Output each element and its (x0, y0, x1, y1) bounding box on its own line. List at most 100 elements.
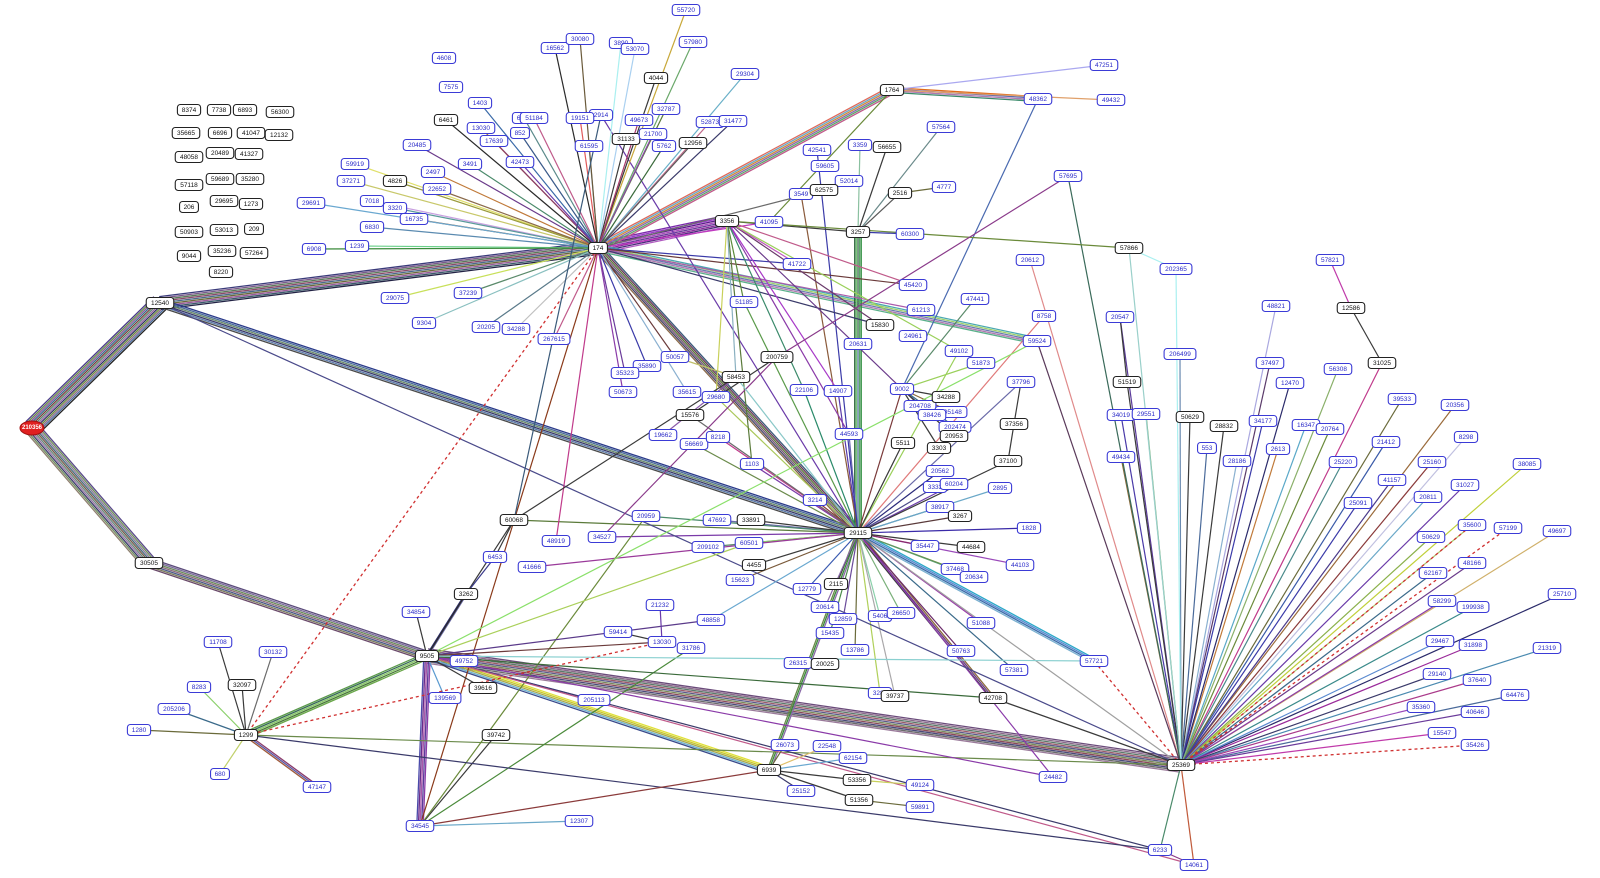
graph-node[interactable]: 12956 (678, 136, 708, 150)
graph-node[interactable]: 57264 (239, 246, 269, 260)
graph-node[interactable]: 53356 (842, 773, 872, 787)
graph-node[interactable]: 32097 (227, 678, 257, 692)
graph-node[interactable]: 3549 (788, 187, 814, 201)
graph-node[interactable]: 39616 (468, 681, 498, 695)
graph-node[interactable]: 53070 (620, 42, 650, 56)
graph-node[interactable]: 35665 (171, 126, 201, 140)
graph-node[interactable]: 51873 (966, 356, 996, 370)
graph-node[interactable]: 9505 (414, 649, 440, 663)
graph-node[interactable]: 41047 (236, 126, 266, 140)
graph-node[interactable]: 39742 (481, 728, 511, 742)
graph-node[interactable]: 49432 (1096, 93, 1126, 107)
graph-node[interactable]: 57821 (1315, 253, 1345, 267)
graph-node[interactable]: 26073 (770, 738, 800, 752)
graph-node[interactable]: 15435 (815, 626, 845, 640)
graph-node[interactable]: 12859 (828, 612, 858, 626)
graph-node[interactable]: 41722 (782, 257, 812, 271)
graph-node[interactable]: 267615 (537, 332, 571, 346)
graph-node[interactable]: 37497 (1255, 356, 1285, 370)
graph-node[interactable]: 35280 (235, 172, 265, 186)
graph-node[interactable]: 34854 (401, 605, 431, 619)
graph-node[interactable]: 22548 (812, 739, 842, 753)
graph-node[interactable]: 57866 (1114, 241, 1144, 255)
graph-node[interactable]: 3359 (847, 138, 873, 152)
graph-node[interactable]: 28186 (1222, 454, 1252, 468)
graph-node[interactable]: 62154 (838, 751, 868, 765)
graph-node[interactable]: 1103 (739, 457, 765, 471)
graph-node[interactable]: 29140 (1422, 667, 1452, 681)
graph-node[interactable]: 26650 (886, 606, 916, 620)
graph-node[interactable]: 11708 (203, 635, 233, 649)
graph-node[interactable]: 16562 (540, 41, 570, 55)
graph-node[interactable]: 57721 (1079, 654, 1109, 668)
graph-node[interactable]: 29695 (209, 194, 239, 208)
graph-node[interactable]: 50057 (660, 350, 690, 364)
graph-node[interactable]: 44684 (956, 540, 986, 554)
graph-node[interactable]: 205206 (157, 702, 191, 716)
graph-node[interactable]: 1273 (238, 197, 264, 211)
graph-node[interactable]: 5762 (651, 139, 677, 153)
graph-node[interactable]: 59689 (205, 172, 235, 186)
graph-node[interactable]: 58299 (1427, 594, 1457, 608)
graph-node[interactable]: 16347 (1291, 418, 1321, 432)
graph-node[interactable]: 32787 (651, 102, 681, 116)
graph-node[interactable]: 21232 (645, 598, 675, 612)
graph-node[interactable]: 29551 (1131, 407, 1161, 421)
graph-node[interactable]: 61213 (906, 303, 936, 317)
graph-node[interactable]: 42473 (505, 155, 535, 169)
graph-node[interactable]: 41327 (234, 147, 264, 161)
graph-node[interactable]: 59524 (1022, 334, 1052, 348)
graph-node[interactable]: 39737 (880, 689, 910, 703)
graph-node[interactable]: 13786 (840, 643, 870, 657)
graph-node[interactable]: 31027 (1450, 478, 1480, 492)
graph-node[interactable]: 34545 (405, 819, 435, 833)
graph-node[interactable]: 3262 (453, 587, 479, 601)
graph-node[interactable]: 209102 (691, 540, 725, 554)
graph-node[interactable]: 37796 (1006, 375, 1036, 389)
graph-node[interactable]: 1764 (879, 83, 905, 97)
graph-node[interactable]: 56655 (872, 140, 902, 154)
graph-node[interactable]: 25091 (1343, 496, 1373, 510)
graph-node[interactable]: 3320 (382, 201, 408, 215)
graph-node[interactable]: 2497 (420, 165, 446, 179)
graph-node[interactable]: 6939 (756, 763, 782, 777)
graph-node[interactable]: 35600 (1457, 518, 1487, 532)
graph-node[interactable]: 29075 (380, 291, 410, 305)
graph-node[interactable]: 48919 (541, 534, 571, 548)
graph-node[interactable]: 22652 (422, 182, 452, 196)
graph-node[interactable]: 42708 (978, 691, 1008, 705)
graph-node[interactable]: 9304 (411, 316, 437, 330)
graph-node[interactable]: 3356 (714, 214, 740, 228)
graph-node[interactable]: 56308 (1323, 362, 1353, 376)
graph-node[interactable]: 202474 (938, 420, 972, 434)
graph-node[interactable]: 4826 (382, 174, 408, 188)
graph-node[interactable]: 29691 (296, 196, 326, 210)
graph-node[interactable]: 24961 (898, 329, 928, 343)
graph-node[interactable]: 12779 (792, 582, 822, 596)
graph-node[interactable]: 12586 (1336, 301, 1366, 315)
graph-node[interactable]: 44103 (1005, 558, 1035, 572)
graph-node[interactable]: 8220 (208, 265, 234, 279)
graph-node[interactable]: 206499 (1163, 347, 1197, 361)
graph-node[interactable]: 2613 (1265, 442, 1291, 456)
graph-node[interactable]: 2516 (887, 186, 913, 200)
graph-node[interactable]: 45420 (898, 278, 928, 292)
graph-node[interactable]: 2115 (823, 577, 849, 591)
graph-node[interactable]: 56300 (265, 105, 295, 119)
graph-node[interactable]: 15623 (725, 573, 755, 587)
graph-node[interactable]: 49434 (1106, 450, 1136, 464)
graph-node[interactable]: 1828 (1016, 521, 1042, 535)
graph-node[interactable]: 57381 (999, 663, 1029, 677)
graph-node[interactable]: 30132 (258, 645, 288, 659)
graph-node[interactable]: 51519 (1112, 375, 1142, 389)
graph-node[interactable]: 29304 (730, 67, 760, 81)
graph-node[interactable]: 20764 (1315, 422, 1345, 436)
graph-node[interactable]: 174 (587, 241, 608, 255)
graph-node[interactable]: 20634 (959, 570, 989, 584)
graph-node[interactable]: 48166 (1457, 556, 1487, 570)
graph-node[interactable]: 20562 (925, 464, 955, 478)
graph-node[interactable]: 210356 (19, 420, 45, 436)
graph-node[interactable]: 6893 (232, 103, 258, 117)
graph-node[interactable]: 57564 (926, 120, 956, 134)
graph-node[interactable]: 35426 (1460, 738, 1490, 752)
